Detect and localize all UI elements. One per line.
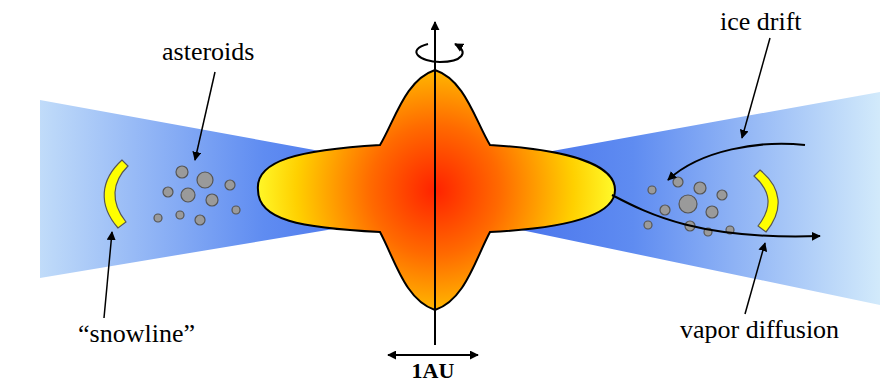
- ice-drift-label: ice drift: [720, 8, 802, 37]
- ice-drift-arrow: [668, 144, 805, 180]
- vapor-diffusion-arrow: [612, 195, 820, 236]
- snowline-crescent: [754, 170, 778, 232]
- scale-arrow: [388, 354, 478, 356]
- leader-line: [745, 243, 765, 314]
- asteroid-cluster: [644, 177, 734, 236]
- leader-line: [195, 72, 215, 160]
- snowline-label: “snowline”: [78, 320, 195, 349]
- asteroid-cluster: [154, 166, 240, 225]
- leader-line: [742, 38, 770, 138]
- leader-line: [104, 232, 112, 318]
- axis-over-star: [434, 70, 436, 310]
- scale-label: 1AU: [412, 359, 455, 383]
- asteroids-label: asteroids: [162, 38, 254, 67]
- vapor-diffusion-label: vapor diffusion: [680, 316, 839, 345]
- star-disk: [258, 70, 615, 310]
- snowline-crescent: [104, 160, 128, 228]
- rotation-axis: [434, 22, 436, 345]
- rotation-arrow: [416, 44, 462, 62]
